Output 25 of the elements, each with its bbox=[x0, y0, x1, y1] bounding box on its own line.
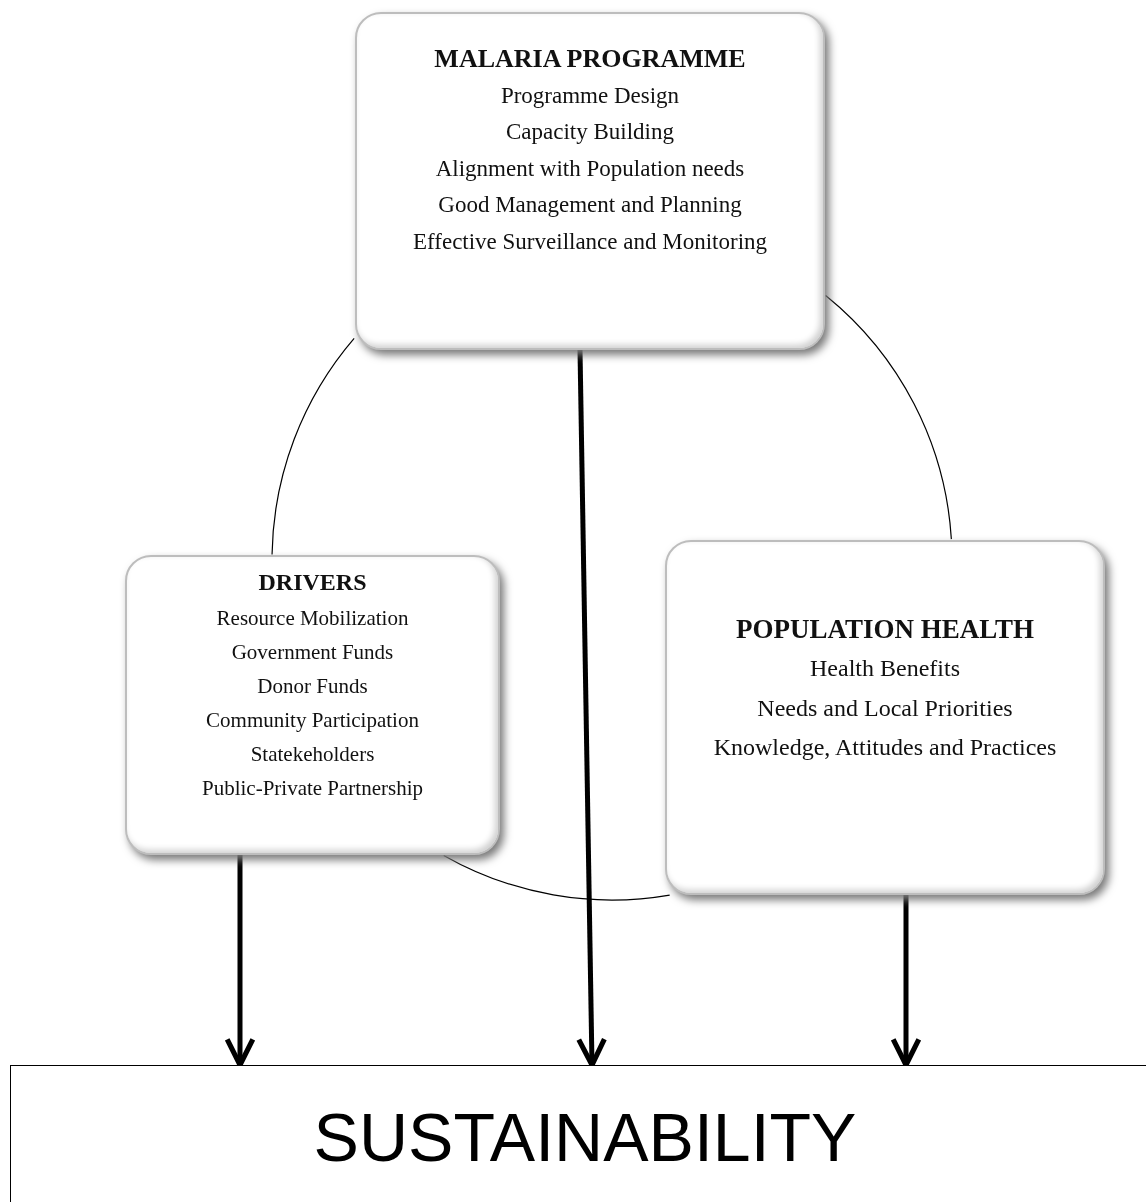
box-item: Health Benefits bbox=[810, 655, 960, 683]
box-item: Resource Mobilization bbox=[216, 605, 409, 630]
outcome-title: SUSTAINABILITY bbox=[313, 1103, 857, 1171]
component-box bbox=[125, 555, 500, 855]
outcome-box bbox=[10, 1065, 1146, 1202]
box-item: Knowledge, Attitudes and Practices bbox=[713, 734, 1057, 762]
component-box bbox=[665, 540, 1105, 895]
box-item: Needs and Local Priorities bbox=[757, 694, 1013, 723]
box-item: Community Participation bbox=[206, 708, 419, 733]
box-item: Programme Design bbox=[500, 82, 680, 110]
connector-arc bbox=[443, 854, 671, 901]
box-item: Capacity Building bbox=[506, 119, 674, 146]
box-heading: POPULATION HEALTH bbox=[736, 614, 1034, 646]
connector-arc bbox=[825, 294, 952, 540]
component-box bbox=[355, 12, 825, 350]
box-item: Donor Funds bbox=[257, 673, 368, 698]
box-item: Government Funds bbox=[231, 639, 394, 664]
box-heading: MALARIA PROGRAMME bbox=[434, 44, 746, 74]
box-item: Alignment with Population needs bbox=[435, 155, 745, 183]
connector-arc bbox=[271, 337, 355, 556]
box-item: Good Management and Planning bbox=[438, 192, 742, 219]
box-item: Statekeholders bbox=[250, 742, 375, 767]
box-item: Public-Private Partnership bbox=[201, 776, 423, 801]
box-heading: DRIVERS bbox=[258, 569, 367, 597]
box-item: Effective Surveillance and Monitoring bbox=[412, 228, 768, 256]
